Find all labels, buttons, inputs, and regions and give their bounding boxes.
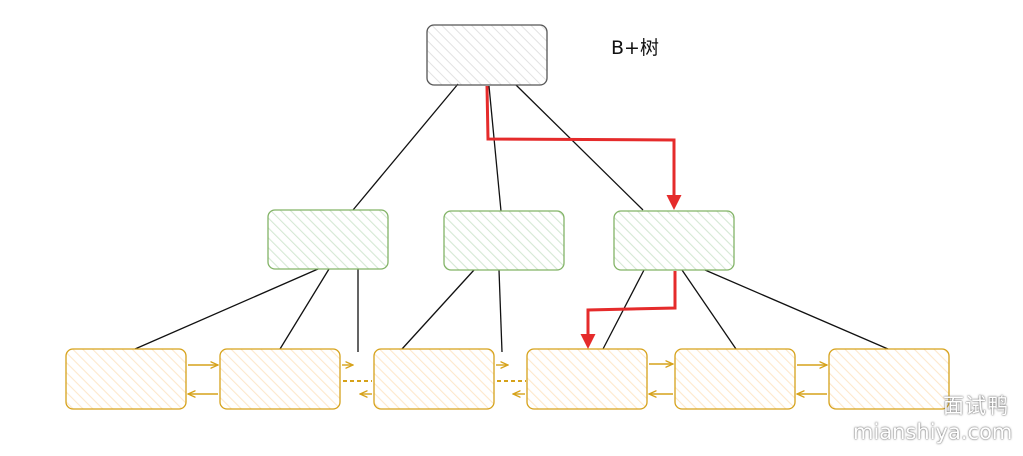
edge-internal-1-leaf-1	[134, 268, 319, 350]
leaf-node-5	[674, 348, 796, 410]
edge-internal-3-leaf-6	[704, 269, 889, 350]
edge-internal-1-leaf-2	[279, 268, 330, 350]
root-node	[426, 24, 548, 86]
leaf-node-1	[65, 348, 187, 410]
internal-node-1	[267, 209, 389, 270]
edge-root-internal-2	[488, 85, 502, 212]
edge-internal-2-pointer	[498, 269, 503, 353]
search-path-internal-3-to-leaf-4	[580, 271, 677, 349]
edge-root-internal-3	[515, 84, 644, 211]
internal-node-2	[443, 210, 565, 271]
watermark-brand: 面试鸭	[943, 394, 1009, 418]
leaf-links	[188, 364, 827, 394]
internal-node-3	[613, 210, 735, 271]
leaf-node-6	[828, 348, 950, 410]
leaf-node-2	[219, 348, 341, 410]
watermark-url: mianshiya.com	[853, 420, 1013, 444]
leaf-node-4	[526, 348, 648, 410]
edge-internal-2-leaf-3	[401, 269, 475, 350]
search-path-root-to-internal-3	[485, 85, 682, 210]
tree-edges	[134, 83, 889, 353]
edge-root-internal-1	[352, 83, 459, 211]
leaf-node-3	[373, 348, 495, 410]
edge-internal-3-leaf-5	[681, 269, 737, 350]
search-path	[485, 85, 682, 349]
diagram-title: B+树	[611, 37, 659, 59]
